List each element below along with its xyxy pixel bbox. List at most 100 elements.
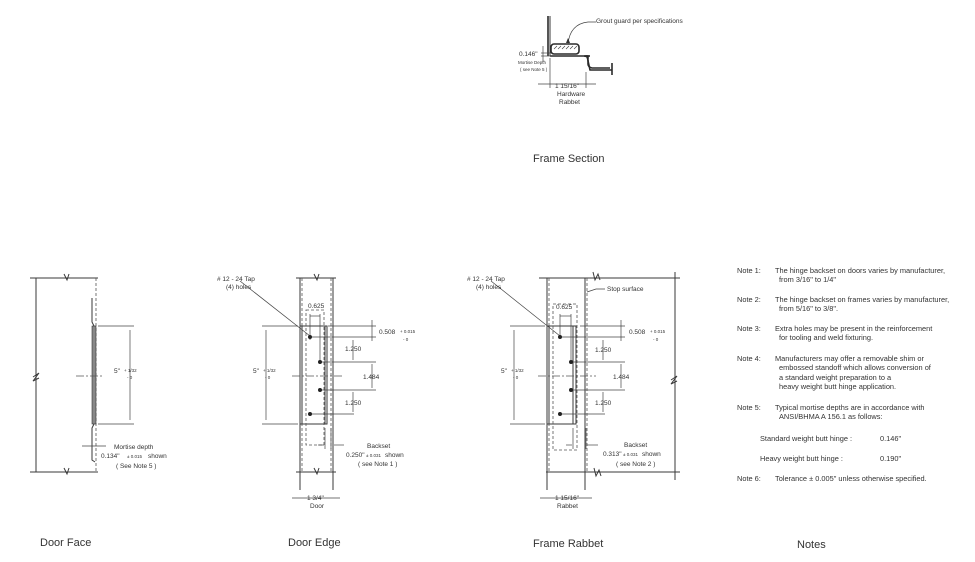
door-face-mortise-ref: ( See Note 5 ) (116, 463, 156, 470)
frame-rabbet-title: Frame Rabbet (533, 538, 603, 550)
note-6: Note 6:Tolerance ± 0.005" unless otherwi… (737, 474, 927, 483)
door-edge-height-value: 5" (253, 368, 260, 375)
frame-profile (550, 55, 610, 69)
note-3: Note 3:Extra holes may be present in the… (737, 324, 933, 343)
door-edge-tap-label-1: # 12 - 24 Tap (217, 276, 255, 283)
frame-rabbet-tap-leader (490, 280, 561, 337)
door-edge-title: Door Edge (288, 537, 341, 549)
frame-rabbet-backset-tol: ± 0.031 (623, 452, 638, 457)
frame-rabbet-dim-top-minus: - 0 (653, 337, 659, 342)
door-face-tol-minus: - 0 (127, 375, 133, 380)
door-face-height-value: 5" (114, 368, 121, 375)
tap-hole (308, 412, 312, 416)
door-edge-hinge-plate (299, 325, 328, 425)
door-edge-tol-minus: - 0 (265, 375, 271, 380)
door-edge-dim-2: 1.484 (363, 374, 380, 381)
frame-rabbet-tol-plus: + 1/32 (511, 368, 524, 373)
frame-rabbet-dim-2: 1.484 (613, 374, 630, 381)
door-edge-tol-plus: + 1/32 (263, 368, 276, 373)
door-face-mortise-label: Mortise depth (114, 444, 154, 451)
frame-rabbet-dim-0625: 0.625 (556, 304, 573, 311)
break-symbol-bottom (593, 467, 602, 478)
frame-rabbet-tap-label-1: # 12 - 24 Tap (467, 276, 505, 283)
stop-surface-label: Stop surface (607, 286, 644, 293)
frame-rabbet-backset-label: Backset (624, 442, 647, 449)
frame-rabbet-reinforcement (552, 303, 578, 451)
frame-rabbet-hinge-plate (546, 325, 577, 425)
frame-rabbet-width-label: Rabbet (557, 503, 578, 510)
frame-section-drawing (538, 16, 613, 88)
door-edge-dim-0625: 0.625 (308, 303, 325, 310)
break-symbol-side (32, 372, 40, 382)
grout-guard (550, 43, 580, 55)
break-symbol-top (313, 273, 320, 282)
hinge-standard-row: Standard weight butt hinge : 0.146" (760, 434, 901, 443)
hinge-heavy-row: Heavy weight butt hinge : 0.190" (760, 454, 901, 463)
grout-guard-leader (567, 21, 596, 45)
hinge-standard-label: Standard weight butt hinge : (760, 434, 853, 443)
frame-rabbet-dim-1: 1.250 (595, 347, 612, 354)
frame-rabbet-dim-top: 0.508 (629, 329, 646, 336)
door-edge-backset-value: 0.250" (346, 452, 365, 459)
hinge-standard-value: 0.146" (880, 434, 902, 443)
frame-mortise-label: Mortise Depth (518, 60, 547, 65)
door-edge-backset-label: Backset (367, 443, 390, 450)
tap-hole (308, 335, 312, 339)
door-edge-dim-1: 1.250 (345, 346, 362, 353)
frame-rabbet-width-value: 1 15/16" (555, 495, 580, 502)
break-symbol-bottom (313, 467, 320, 476)
frame-rabbet-value: 1 15/16" (555, 83, 580, 90)
door-face-mortise-tol: ± 0.015 (127, 454, 142, 459)
grout-guard-hatch (553, 45, 578, 50)
door-edge-backset-ref: ( see Note 1 ) (358, 461, 397, 468)
tap-hole (318, 388, 322, 392)
frame-rabbet-backset-ref: ( see Note 2 ) (616, 461, 655, 468)
tap-hole (318, 360, 322, 364)
door-face-drawing (30, 273, 134, 476)
break-symbol-side (670, 375, 678, 385)
door-edge-width-value: 1 3/4" (307, 495, 324, 502)
frame-rabbet-backset-shown: shown (642, 451, 661, 458)
door-face-tol-plus: + 1/32 (124, 368, 137, 373)
tap-hole (558, 412, 562, 416)
grout-guard-label: Grout guard per specifications (596, 18, 683, 25)
note-4: Note 4:Manufacturers may offer a removab… (737, 354, 931, 392)
frame-stop (585, 55, 612, 71)
break-symbol-bottom (63, 467, 70, 476)
door-face-hinge-plate (91, 325, 97, 425)
tap-hole (569, 388, 573, 392)
notes-title: Notes (797, 539, 826, 551)
frame-rabbet-backset-value: 0.313" (603, 451, 622, 458)
door-edge-drawing (239, 273, 376, 499)
frame-rabbet-tol-minus: - 0 (513, 375, 519, 380)
door-face-mortise-shown: shown (148, 453, 167, 460)
frame-rabbet-label-2: Rabbet (559, 99, 580, 106)
door-edge-tap-label-2: (4) holes (226, 284, 252, 291)
stop-surface-leader (586, 288, 605, 293)
door-edge-dim-top: 0.508 (379, 329, 396, 336)
door-edge-backset-shown: shown (385, 452, 404, 459)
note-1: Note 1:The hinge backset on doors varies… (737, 266, 946, 285)
hinge-heavy-value: 0.190" (880, 454, 902, 463)
frame-section-title: Frame Section (533, 153, 605, 165)
door-edge-backset-tol: ± 0.031 (366, 453, 381, 458)
break-symbol-top (592, 271, 601, 282)
door-edge-tap-leader (239, 280, 311, 337)
frame-rabbet-dim-top-plus: + 0.015 (650, 329, 666, 334)
door-face-mortise-value: 0.134" (101, 453, 120, 460)
note-5: Note 5:Typical mortise depths are in acc… (737, 403, 925, 422)
door-edge-reinforcement (305, 309, 325, 446)
door-edge-dim-3: 1.250 (345, 400, 362, 407)
door-edge-dim-top-plus: + 0.015 (400, 329, 416, 334)
frame-rabbet-label-1: Hardware (557, 91, 586, 98)
frame-mortise-ref: ( see Note 5 ) (520, 67, 548, 72)
frame-rabbet-tap-label-2: (4) holes (476, 284, 502, 291)
break-symbol-top (63, 273, 70, 282)
door-edge-width-label: Door (310, 503, 325, 510)
frame-rabbet-dim-3: 1.250 (595, 400, 612, 407)
frame-mortise-value: 0.146" (519, 51, 538, 58)
tap-hole (569, 360, 573, 364)
frame-rabbet-height-value: 5" (501, 368, 508, 375)
door-face-title: Door Face (40, 537, 91, 549)
